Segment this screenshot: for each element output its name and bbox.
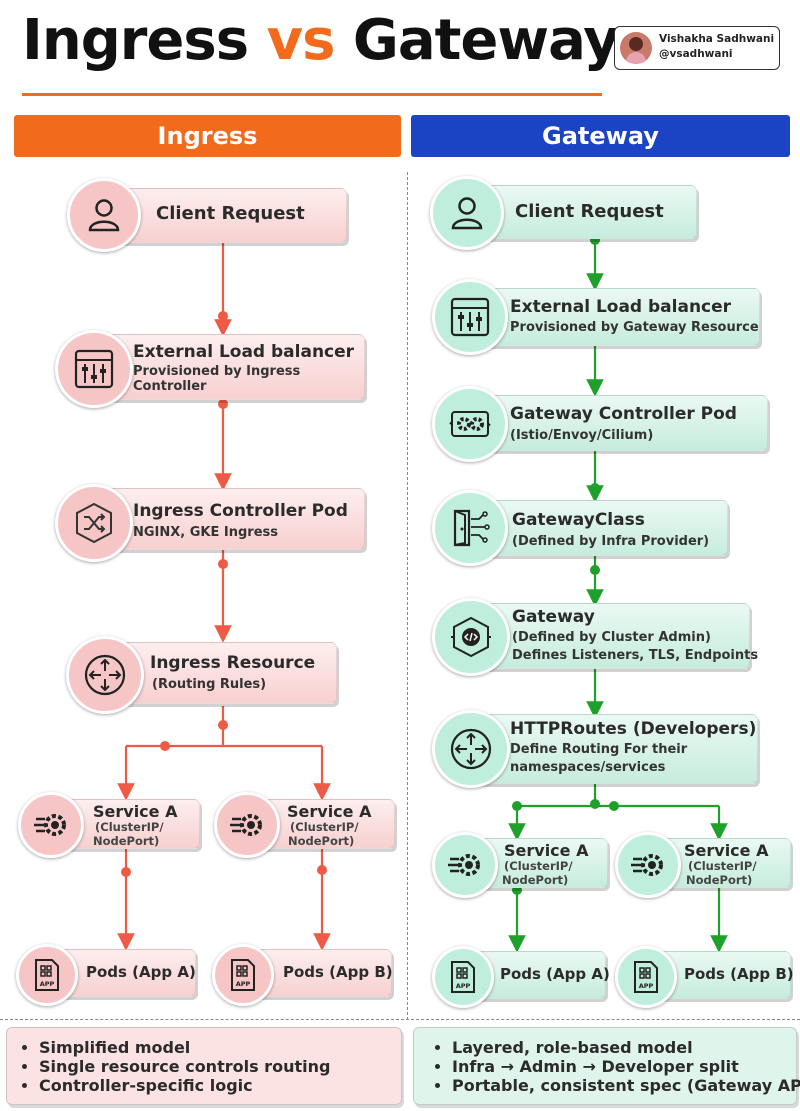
gateway-elb-sub: Provisioned by Gateway Resource xyxy=(510,320,759,335)
author-badge: Vishakha Sadhwani @vsadhwani xyxy=(614,26,780,70)
ingress-service-b-sub2: NodePort) xyxy=(288,834,355,848)
httproutes-sub2: namespaces/services xyxy=(510,760,666,775)
gateway-sub1: (Defined by Cluster Admin) xyxy=(512,630,711,645)
ingress-note-item: Controller-specific logic xyxy=(39,1076,401,1095)
user-icon xyxy=(430,176,504,250)
ingress-controller-sub: NGINX, GKE Ingress xyxy=(133,525,279,540)
user-icon xyxy=(67,178,141,252)
httproutes-title: HTTPRoutes (Developers) xyxy=(510,719,757,739)
ingress-elb-box xyxy=(95,334,365,400)
ingress-note-item: Single resource controls routing xyxy=(39,1057,401,1076)
httproutes-box xyxy=(472,714,758,784)
gateway-title: Gateway xyxy=(512,607,595,627)
route-arrows-icon xyxy=(66,636,144,714)
gatewayclass-title: GatewayClass xyxy=(512,510,645,530)
gateway-controller-box xyxy=(472,395,768,451)
app-icon-text: APP xyxy=(40,980,55,988)
app-file-icon: APP xyxy=(16,944,78,1006)
app-file-icon: APP xyxy=(615,946,677,1008)
route-arrows-icon xyxy=(432,710,510,788)
author-name: Vishakha Sadhwani xyxy=(659,33,775,45)
httproutes-sub1: Define Routing For their xyxy=(510,742,688,757)
door-circuit-icon xyxy=(432,490,508,566)
avatar xyxy=(620,32,652,64)
ingress-header: Ingress xyxy=(14,115,401,157)
app-icon-text: APP xyxy=(456,982,471,990)
shuffle-hex-icon xyxy=(55,484,133,562)
ingress-client-title: Client Request xyxy=(156,203,305,224)
section-divider xyxy=(0,1019,800,1020)
ingress-service-a-sub1: (ClusterIP/ xyxy=(95,820,164,834)
service-gear-icon xyxy=(18,792,84,858)
page-title: Ingress vs Gateways xyxy=(22,8,652,73)
gateway-box xyxy=(472,603,750,669)
gateway-service-b-title: Service A xyxy=(684,841,769,860)
app-icon-text: APP xyxy=(639,982,654,990)
gateway-service-a-sub2: NodePort) xyxy=(502,873,569,887)
gateway-elb-title: External Load balancer xyxy=(510,297,732,317)
gateway-note-item: Portable, consistent spec (Gateway API) xyxy=(452,1076,800,1095)
ingress-service-b-title: Service A xyxy=(287,802,372,821)
ingress-service-b-sub1: (ClusterIP/ xyxy=(290,820,359,834)
ingress-controller-title: Ingress Controller Pod xyxy=(133,501,348,521)
ingress-service-a-title: Service A xyxy=(93,802,178,821)
gateway-connectors xyxy=(508,238,728,953)
ingress-connectors xyxy=(117,243,331,951)
code-hex-icon xyxy=(432,598,510,676)
ingress-service-a-sub2: NodePort) xyxy=(93,834,160,848)
gateway-pods-b-label: Pods (App B) xyxy=(684,965,794,983)
gateway-service-b-sub2: NodePort) xyxy=(686,873,753,887)
app-icon-text: APP xyxy=(236,980,251,988)
gateway-service-a-sub1: (ClusterIP/ xyxy=(504,859,573,873)
column-divider xyxy=(407,172,408,1020)
gateway-controller-title: Gateway Controller Pod xyxy=(510,404,737,424)
service-gear-icon xyxy=(615,832,681,898)
author-handle: @vsadhwani xyxy=(659,48,733,60)
ingress-elb-title: External Load balancer xyxy=(133,342,355,362)
app-file-icon: APP xyxy=(212,944,274,1006)
ingress-resource-title: Ingress Resource xyxy=(150,653,316,673)
title-vs: vs xyxy=(266,8,336,73)
service-gear-icon xyxy=(214,792,280,858)
gateway-service-a-title: Service A xyxy=(504,841,589,860)
sliders-icon xyxy=(432,279,508,355)
gateway-notes: Layered, role-based model Infra → Admin … xyxy=(413,1027,800,1105)
gateway-client-title: Client Request xyxy=(515,201,664,222)
ingress-pods-b-label: Pods (App B) xyxy=(283,963,393,981)
ingress-controller-box xyxy=(95,488,365,550)
ingress-pods-a-label: Pods (App A) xyxy=(86,963,196,981)
gateway-controller-sub: (Istio/Envoy/Cilium) xyxy=(510,428,654,443)
gateway-note-item: Infra → Admin → Developer split xyxy=(452,1057,796,1076)
title-gateways: Gateways xyxy=(352,8,652,73)
sliders-icon xyxy=(55,330,133,408)
ingress-note-item: Simplified model xyxy=(39,1038,401,1057)
service-gear-icon xyxy=(432,832,498,898)
ingress-elb-sub1: Provisioned by Ingress xyxy=(133,364,301,379)
ingress-notes: Simplified model Single resource control… xyxy=(6,1027,402,1105)
gatewayclass-sub: (Defined by Infra Provider) xyxy=(512,534,710,549)
gateway-pods-a-label: Pods (App A) xyxy=(500,965,610,983)
title-underline xyxy=(22,93,602,96)
ingress-client-box xyxy=(115,188,347,243)
app-file-icon: APP xyxy=(432,946,494,1008)
gateway-sub2: Defines Listeners, TLS, Endpoints xyxy=(512,648,759,663)
gateway-service-b-sub1: (ClusterIP/ xyxy=(688,859,757,873)
gears-icon xyxy=(432,386,508,462)
ingress-resource-sub: (Routing Rules) xyxy=(152,677,267,692)
ingress-elb-sub2: Controller xyxy=(133,379,207,394)
title-ingress: Ingress xyxy=(22,8,249,73)
gateway-note-item: Layered, role-based model xyxy=(452,1038,796,1057)
gateway-header: Gateway xyxy=(411,115,790,157)
gatewayclass-box xyxy=(472,500,728,556)
